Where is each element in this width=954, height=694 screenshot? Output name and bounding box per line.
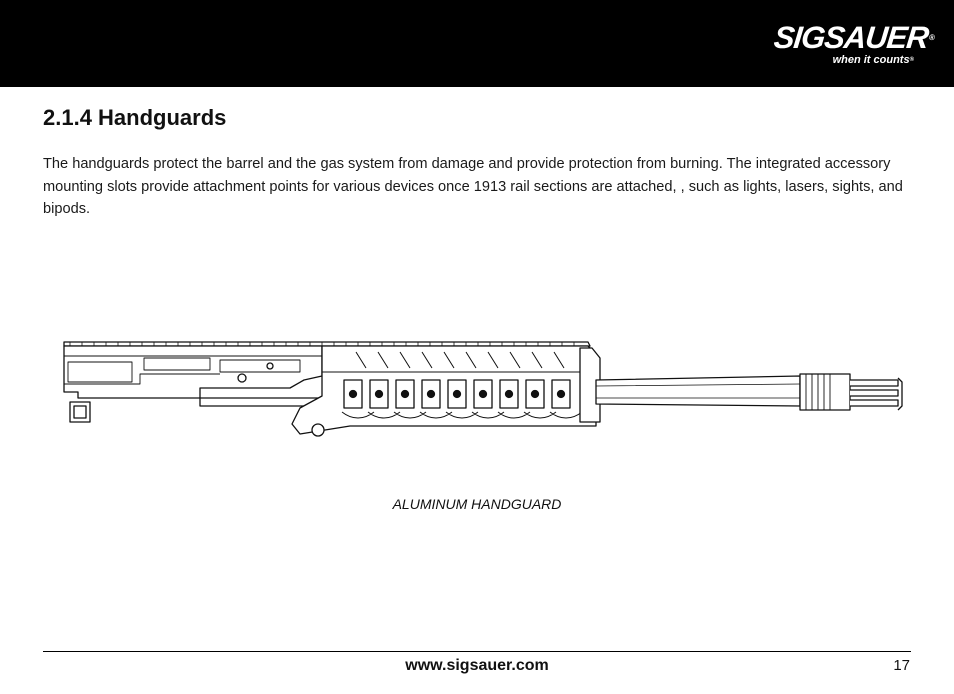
barrel [595,375,801,407]
top-rail [63,341,591,347]
header-bar: SIGSAUER® when it counts® [0,0,954,87]
figure-caption: ALUMINUM HANDGUARD [392,496,562,512]
sling-swivel [311,423,325,437]
accessory-mounting-slots [343,379,571,409]
sig-sauer-logo: SIGSAUER® when it counts® [772,20,935,78]
page-number: 17 [893,657,910,674]
flash-hider [799,373,851,411]
footer-divider [43,651,911,652]
rear-lug [69,401,91,423]
handguard [291,345,597,435]
handguard-vent-slots [355,351,565,369]
footer-website-link[interactable]: www.sigsauer.com [405,657,549,674]
rail-teeth [69,342,575,346]
section-body-text: The handguards protect the barrel and th… [43,156,903,217]
section-title: 2.1.4 Handguards [43,105,227,130]
handguard-illustration [63,341,903,437]
logo-wordmark: SIGSAUER® [772,20,935,55]
logo-tagline: when it counts® [832,54,914,66]
